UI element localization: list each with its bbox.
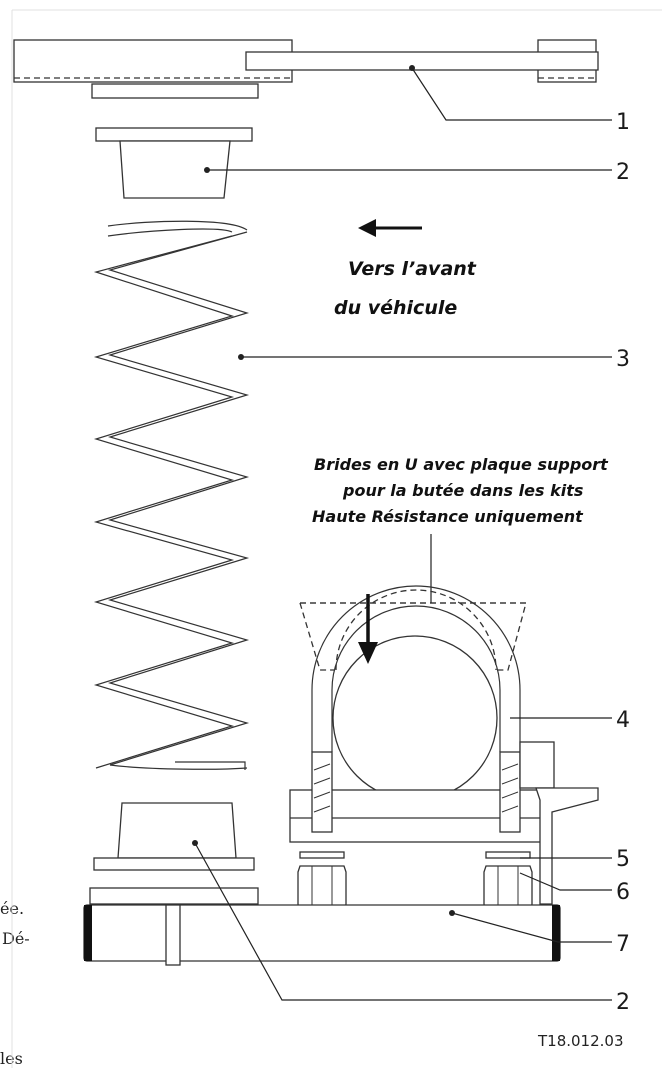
bump-stop-upper bbox=[95, 127, 253, 199]
page-fragment-text: Dé- bbox=[2, 929, 30, 948]
direction-label-line2: du véhicule bbox=[334, 297, 457, 319]
lower-spring-seat bbox=[83, 904, 561, 966]
bump-stop-lower bbox=[89, 802, 259, 905]
callout-1: 1 bbox=[616, 110, 630, 135]
u-bolt-note-line2: pour la butée dans les kits bbox=[342, 481, 583, 500]
page-fragment-text: les bbox=[0, 1049, 23, 1068]
leader-line-2-bottom bbox=[194, 842, 612, 1001]
callout-5: 5 bbox=[616, 847, 630, 872]
u-bolt-note-line3: Haute Résistance uniquement bbox=[312, 507, 584, 526]
callout-4: 4 bbox=[616, 708, 630, 733]
leader-line-6 bbox=[519, 872, 612, 891]
leader-line-7 bbox=[451, 912, 612, 943]
u-bolt-note-line1: Brides en U avec plaque support bbox=[314, 455, 609, 474]
forward-direction-arrow-icon bbox=[358, 219, 422, 237]
callout-7: 7 bbox=[616, 932, 630, 957]
callout-6: 6 bbox=[616, 880, 630, 905]
callout-3: 3 bbox=[616, 347, 630, 372]
direction-label-line1: Vers l’avant bbox=[348, 258, 477, 280]
leader-line-1 bbox=[411, 67, 612, 121]
coil-spring bbox=[93, 220, 250, 770]
chassis-plate bbox=[13, 39, 599, 99]
callout-2-top: 2 bbox=[616, 160, 630, 185]
callout-2-bottom: 2 bbox=[616, 990, 630, 1015]
figure-reference: T18.012.03 bbox=[537, 1032, 624, 1050]
axle-and-u-bolt bbox=[289, 534, 599, 913]
